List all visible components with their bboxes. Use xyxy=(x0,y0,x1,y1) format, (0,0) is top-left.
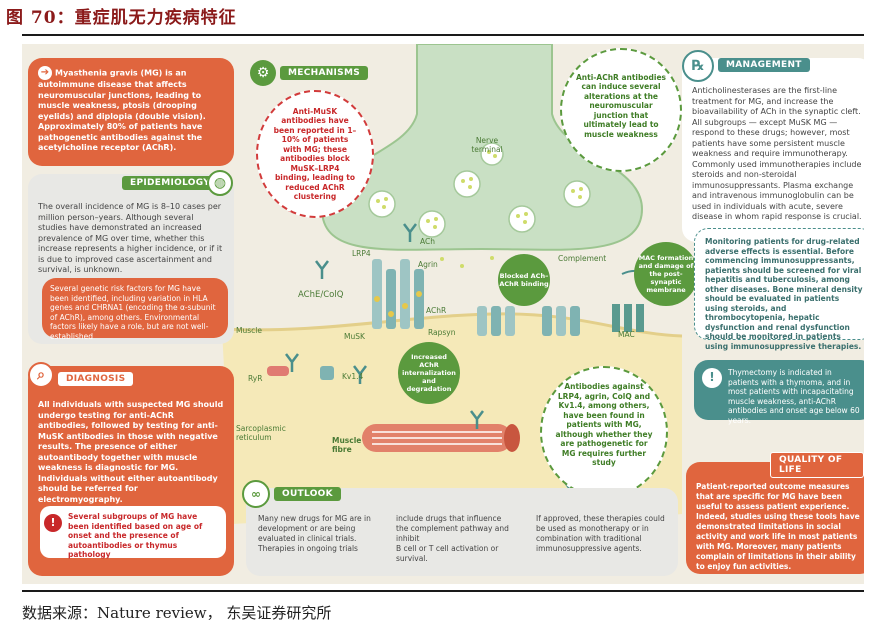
outlook-col2a: include drugs that influence xyxy=(396,514,502,523)
label-rapsyn: Rapsyn xyxy=(428,328,456,337)
outlook-badge: OUTLOOK xyxy=(274,487,341,501)
ryr-shape xyxy=(267,366,289,376)
anti-achr-note-text: Anti-AChR antibodies can induce several … xyxy=(576,72,667,139)
label-complement: Complement xyxy=(558,254,607,263)
mac-pore xyxy=(612,304,644,332)
globe-icon: ◍ xyxy=(207,170,233,196)
subgroups-note: ! Several subgroups of MG have been iden… xyxy=(40,506,226,559)
label-musk: MuSK xyxy=(344,332,365,341)
intro-text: is an autoimmune disease that affects ne… xyxy=(38,68,206,153)
label-achr: AChR xyxy=(426,306,447,315)
page-title: 图 70：重症肌无力疾病特征 xyxy=(6,8,237,28)
arrow-right-icon: ➔ xyxy=(38,66,52,80)
diagnosis-badge: DIAGNOSIS xyxy=(58,372,134,386)
label-ach: ACh xyxy=(420,237,435,246)
label-ache-colq: AChE/ColQ xyxy=(298,290,344,300)
exclamation-icon-2: ! xyxy=(702,368,722,388)
epidemiology-badge: EPIDEMIOLOGY xyxy=(122,176,219,190)
label-muscle: Muscle xyxy=(236,326,262,335)
receptor-cluster xyxy=(372,259,580,336)
management-badge: MANAGEMENT xyxy=(718,58,810,72)
mechanisms-badge: MECHANISMS xyxy=(280,66,369,80)
source-note: 数据来源：Nature review， 东吴证券研究所 xyxy=(22,604,332,622)
other-antibodies-note: Antibodies against LRP4, agrin, ColQ and… xyxy=(540,366,668,498)
kv-shape xyxy=(320,366,334,380)
monitoring-box: Monitoring patients for drug-related adv… xyxy=(694,228,864,351)
label-lrp4: LRP4 xyxy=(352,249,371,258)
anti-musk-note: Anti-MuSK antibodies have been reported … xyxy=(256,90,374,218)
label-mac: MAC xyxy=(618,330,635,339)
node-blocked-binding: Blocked ACh–AChR binding xyxy=(498,254,550,306)
outlook-col3: If approved, these therapies could be us… xyxy=(536,514,665,553)
qol-box: Patient-reported outcome measures that a… xyxy=(686,462,864,574)
diagnosis-box: All individuals with suspected MG should… xyxy=(28,366,234,576)
exclamation-icon: ! xyxy=(44,514,62,532)
thymectomy-box: ! Thymectomy is indicated in patients wi… xyxy=(694,360,864,425)
anti-musk-note-text: Anti-MuSK antibodies have been reported … xyxy=(273,106,357,202)
label-muscle-fibre: Muscle fibre xyxy=(332,436,362,454)
ach-dots xyxy=(376,150,583,268)
outlook-box: Many new drugs for MG are in development… xyxy=(246,488,678,576)
outlook-col2b: the complement pathway and inhibit xyxy=(396,524,509,543)
neuromuscular-junction-illustration xyxy=(221,44,683,524)
label-ryr: RyR xyxy=(248,374,263,383)
gears-icon: ⚙ xyxy=(250,60,276,86)
outlook-col2: include drugs that influence the complem… xyxy=(396,514,532,564)
vesicles xyxy=(368,142,591,238)
thymectomy-text: Thymectomy is indicated in patients with… xyxy=(728,368,860,425)
binoculars-icon: ∞ xyxy=(242,480,270,508)
label-sarcoplasmic-reticulum: Sarcoplasmic reticulum xyxy=(236,424,286,442)
rx-icon: ℞ xyxy=(682,50,714,82)
magnifier-icon: ⌕ xyxy=(28,362,54,388)
epidemiology-text: The overall incidence of MG is 8–10 case… xyxy=(38,202,223,274)
management-text: Anticholinesterases are the first-line t… xyxy=(692,86,862,221)
other-antibodies-note-text: Antibodies against LRP4, agrin, ColQ and… xyxy=(555,382,653,468)
top-rule xyxy=(22,34,864,36)
intro-lead: Myasthenia gravis (MG) xyxy=(55,68,163,78)
outlook-col2c: B cell or T cell activation or survival. xyxy=(396,544,499,563)
label-nerve-terminal: Nerve terminal xyxy=(471,136,503,154)
label-agrin: Agrin xyxy=(418,260,438,269)
muscle-fibre-drawing xyxy=(362,424,520,452)
epidemiology-box: The overall incidence of MG is 8–10 case… xyxy=(28,174,234,344)
node-mac-formation: MAC formation and damage of the post-syn… xyxy=(634,242,698,306)
figure: ➔Myasthenia gravis (MG) is an autoimmune… xyxy=(22,44,864,584)
intro-box: ➔Myasthenia gravis (MG) is an autoimmune… xyxy=(28,58,234,166)
management-box: Anticholinesterases are the first-line t… xyxy=(682,58,864,242)
subgroups-note-text: Several subgroups of MG have been identi… xyxy=(68,512,203,559)
diagnosis-text: All individuals with suspected MG should… xyxy=(38,400,224,504)
label-kv14: Kv1.4 xyxy=(342,372,364,381)
outlook-col1: Many new drugs for MG are in development… xyxy=(258,514,371,553)
bottom-rule xyxy=(22,590,864,592)
node-internalization: Increased AChR internalization and degra… xyxy=(398,342,460,404)
genetic-risk-box: Several genetic risk factors for MG have… xyxy=(42,278,228,341)
qol-text: Patient-reported outcome measures that a… xyxy=(696,482,860,571)
anti-achr-note: Anti-AChR antibodies can induce several … xyxy=(560,48,682,172)
qol-badge: QUALITY OF LIFE xyxy=(770,452,864,478)
